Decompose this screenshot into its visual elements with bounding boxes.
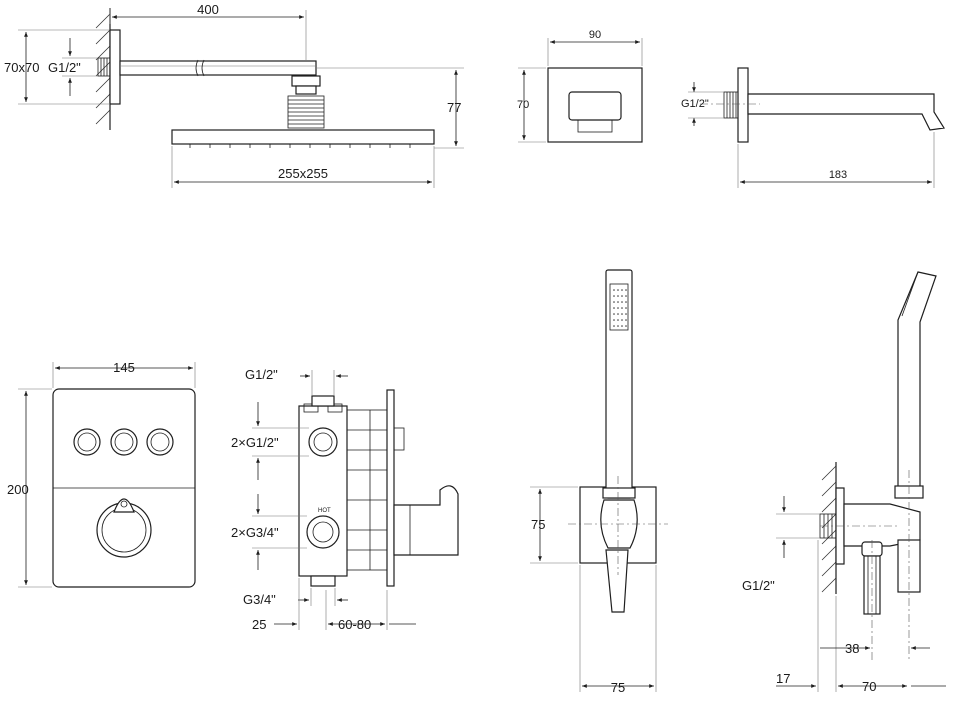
label-elbow-thread: G1/2"	[742, 578, 775, 593]
inlet-ports	[306, 515, 340, 549]
dim-flange-size: 70x70	[4, 60, 39, 75]
spout-side-view: G1/2" 183	[681, 67, 945, 188]
thermostat-knob	[96, 498, 152, 558]
push-button-3	[146, 428, 174, 456]
concealed-valve-body-view: HOT G1/2" 2×G1/2" 2×G3/4" G3/4" 25 60-80	[231, 367, 459, 632]
dim-head-size: 255x255	[278, 166, 328, 181]
outlet-ports	[308, 427, 338, 457]
label-valve-top-thread: G1/2"	[245, 367, 278, 382]
label-inlet-bottom-thread: G3/4"	[243, 592, 276, 607]
dim-depth-min: 25	[252, 617, 266, 632]
hand-shower-holder-view: 75 75	[530, 269, 668, 695]
dim-elbow-depth: 70	[862, 679, 876, 694]
label-outlets-thread: 2×G1/2"	[231, 435, 279, 450]
hot-label: HOT	[318, 508, 331, 514]
dim-flange-height: 70	[517, 99, 529, 111]
dim-spout-length: 183	[829, 169, 847, 181]
spout-flange-front-view: 90 70	[517, 29, 643, 143]
control-plate-view: 145 200	[7, 360, 196, 588]
dim-flange-width: 90	[589, 29, 601, 41]
push-button-2	[110, 428, 138, 456]
dim-plate-height: 200	[7, 482, 29, 497]
dim-plate-width: 145	[113, 360, 135, 375]
dim-holder-height: 75	[531, 517, 545, 532]
dim-holder-width: 75	[611, 680, 625, 695]
rain-shower-arm-view: 400 70x70 G1/2" 77 255x255	[4, 2, 464, 188]
dim-arm-length: 400	[197, 2, 219, 17]
dim-head-height: 77	[447, 100, 461, 115]
push-button-1	[73, 428, 101, 456]
dim-depth-range: 60-80	[338, 617, 371, 632]
dim-wall-gap: 17	[776, 671, 790, 686]
dim-elbow-offset: 38	[845, 641, 859, 656]
label-spout-thread: G1/2"	[681, 98, 709, 110]
label-inlets-thread: 2×G3/4"	[231, 525, 279, 540]
wall-elbow-side-view: G1/2" 17 70 38	[742, 271, 946, 694]
label-arm-thread: G1/2"	[48, 60, 81, 75]
